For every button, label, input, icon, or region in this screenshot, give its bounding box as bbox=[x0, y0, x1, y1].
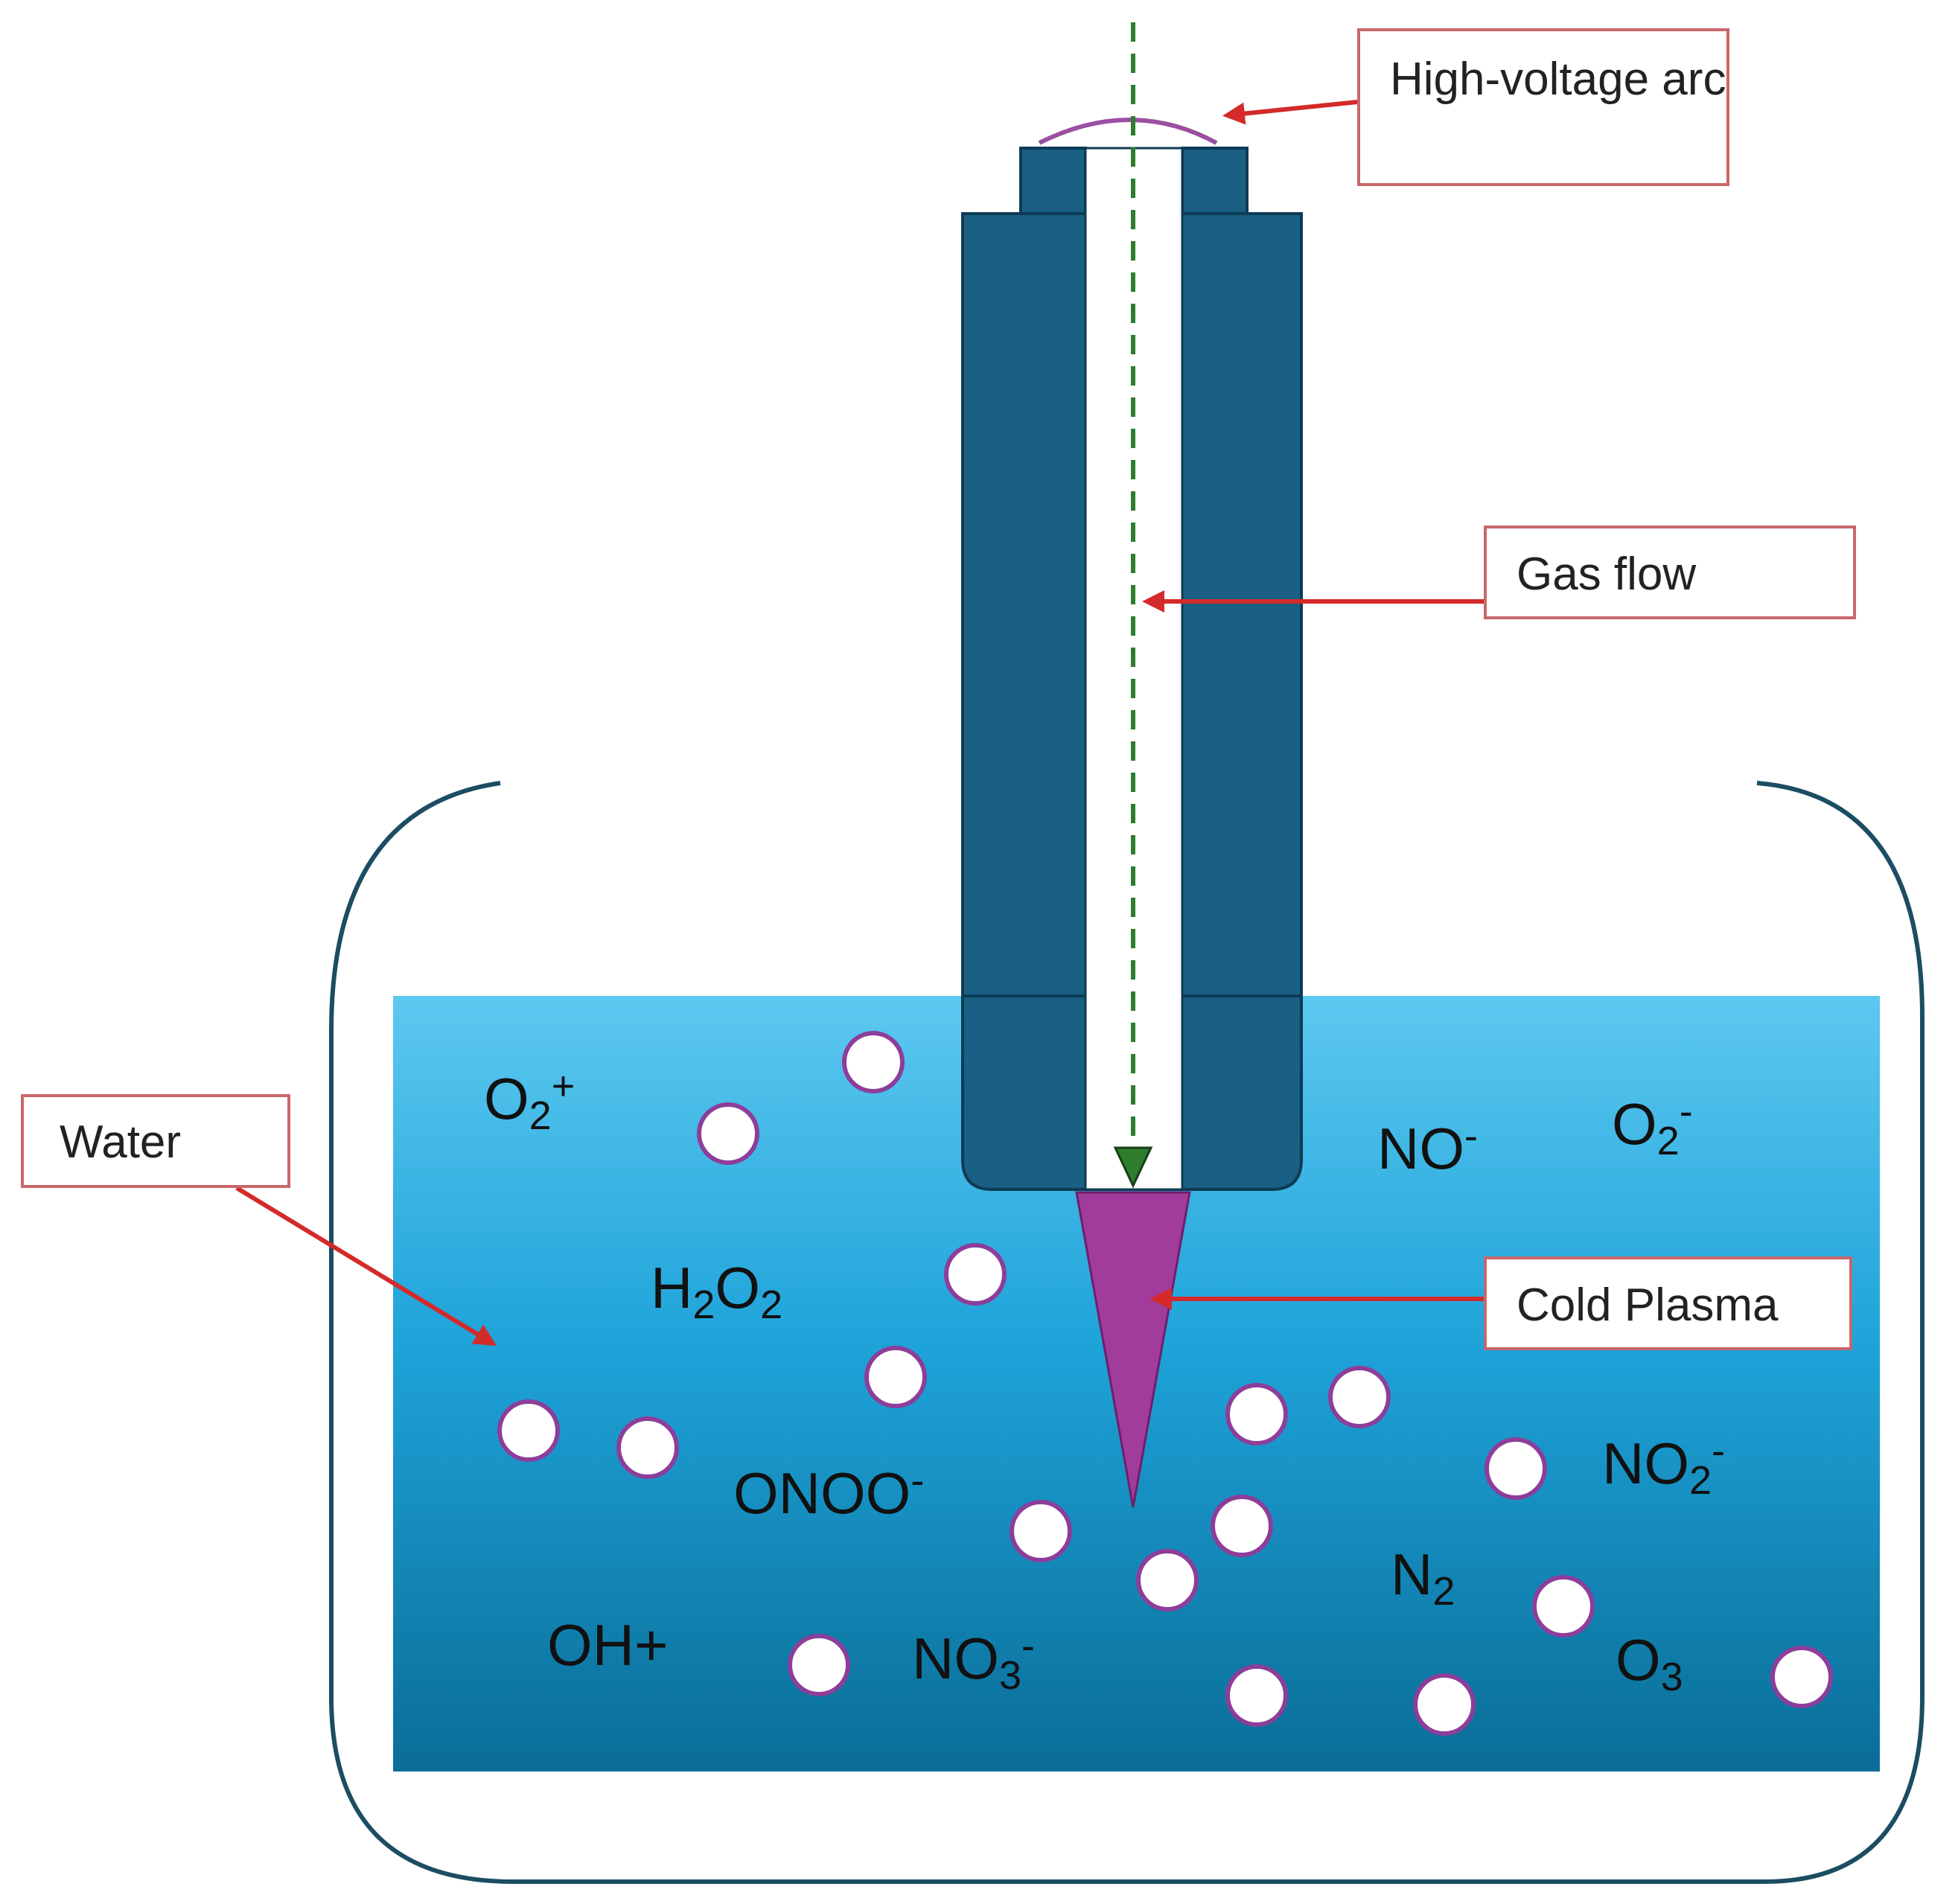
bubble bbox=[944, 1243, 1007, 1306]
bubble bbox=[1328, 1366, 1391, 1428]
species-h2o2: H2O2 bbox=[651, 1255, 783, 1327]
species-no-minus: NO- bbox=[1377, 1114, 1478, 1181]
water-callout: Water bbox=[21, 1094, 290, 1188]
species-o2-minus: O2- bbox=[1612, 1089, 1693, 1163]
bubble bbox=[1413, 1673, 1476, 1736]
species-onoo-minus: ONOO- bbox=[733, 1458, 925, 1526]
bubble bbox=[1770, 1646, 1833, 1708]
bubble bbox=[788, 1634, 850, 1696]
arc-callout-arrow bbox=[1222, 100, 1358, 125]
gas-flow-label: Gas flow bbox=[1517, 549, 1697, 600]
gas-flow-arrowhead bbox=[1113, 1146, 1153, 1189]
electrode-tip-right bbox=[1181, 147, 1249, 218]
high-voltage-arc-callout: High-voltage arc bbox=[1357, 28, 1729, 186]
gas-flow-callout: Gas flow bbox=[1484, 525, 1856, 619]
bubble bbox=[1225, 1664, 1288, 1727]
species-n2: N2 bbox=[1391, 1542, 1455, 1614]
bubble bbox=[1136, 1549, 1199, 1611]
high-voltage-arc bbox=[1038, 118, 1218, 145]
bubbles bbox=[497, 1031, 1833, 1736]
cold-plasma-callout: Cold Plasma bbox=[1484, 1256, 1852, 1350]
cold-plasma-plume bbox=[1075, 1191, 1191, 1508]
water-callout-arrow bbox=[235, 1186, 497, 1346]
bubble bbox=[864, 1346, 927, 1408]
species-no2-minus: NO2- bbox=[1602, 1428, 1726, 1503]
bubble bbox=[616, 1416, 679, 1479]
bubble bbox=[497, 1399, 560, 1462]
high-voltage-arc-label: High-voltage arc bbox=[1390, 54, 1726, 105]
species-oh-plus: OH+ bbox=[547, 1612, 669, 1678]
electrode-tip-left bbox=[1019, 147, 1087, 218]
bubble bbox=[1485, 1437, 1547, 1500]
bubble bbox=[1225, 1383, 1288, 1445]
bubble bbox=[842, 1031, 905, 1093]
bubble bbox=[1211, 1495, 1273, 1557]
bubble bbox=[1532, 1575, 1595, 1638]
bubble bbox=[697, 1102, 759, 1165]
species-o2-plus: O2+ bbox=[484, 1064, 575, 1138]
bubble bbox=[1010, 1500, 1072, 1562]
cold-plasma-label: Cold Plasma bbox=[1517, 1280, 1779, 1331]
water-label: Water bbox=[60, 1116, 182, 1168]
vessel-outline bbox=[329, 781, 1924, 1884]
species-no3-minus: NO3- bbox=[912, 1623, 1036, 1698]
species-o3: O3 bbox=[1616, 1627, 1683, 1699]
